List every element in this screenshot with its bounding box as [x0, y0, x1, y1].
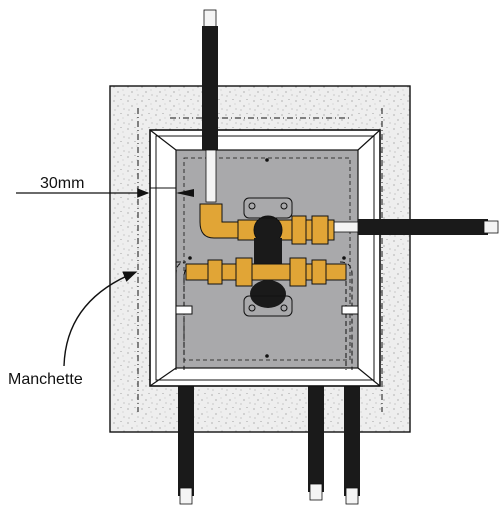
- brass-elbow: [199, 203, 241, 239]
- dimension-callout: 30mm: [16, 175, 194, 198]
- pipes-bottom: [178, 366, 360, 505]
- pipe-top-supply: [202, 9, 218, 203]
- manchette-label: Manchette: [8, 371, 83, 388]
- pipe-right-outlet: [327, 219, 499, 235]
- brass-valve-assembly: [185, 197, 347, 317]
- dashed-reference-lines: [137, 108, 383, 412]
- dimension-label: 30mm: [40, 175, 84, 192]
- curved-arrow-icon: [63, 271, 138, 367]
- manchette-callout: Manchette: [8, 271, 138, 388]
